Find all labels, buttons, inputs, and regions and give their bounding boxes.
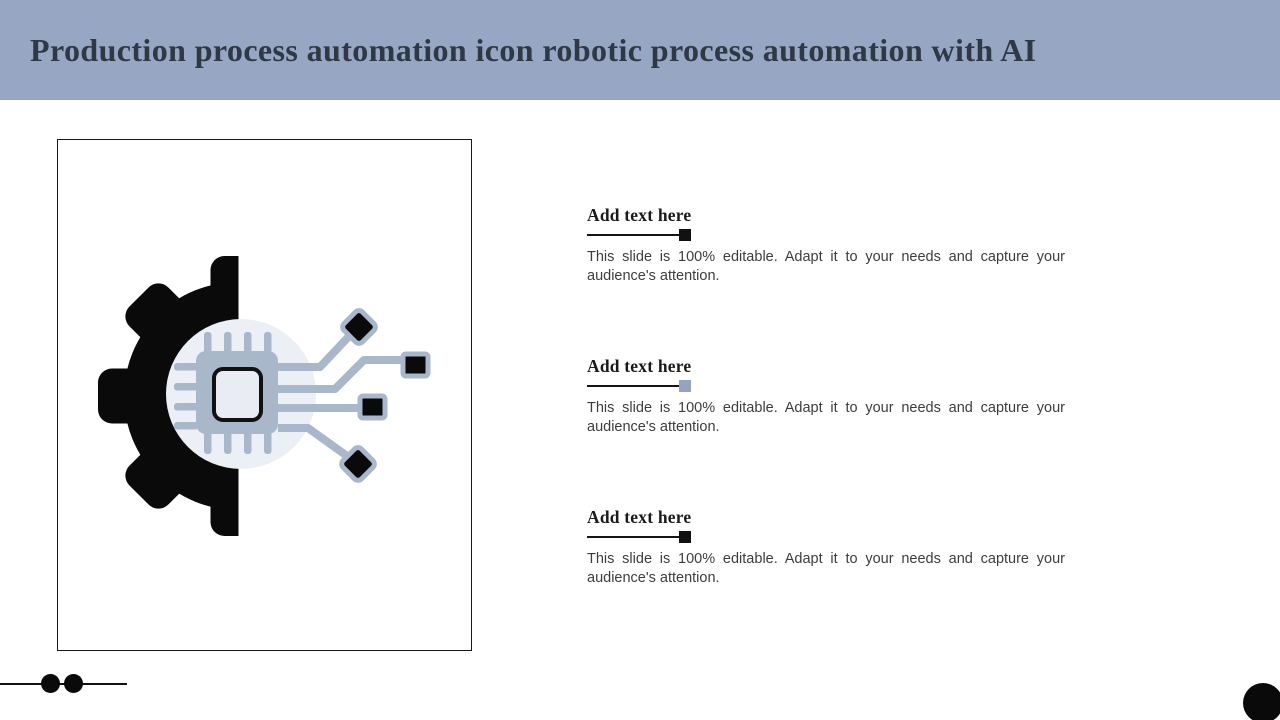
divider-line <box>587 234 679 236</box>
divider-square-marker <box>679 229 691 241</box>
section-heading[interactable]: Add text here <box>587 507 692 527</box>
section-divider <box>587 531 1065 543</box>
chip-pins <box>174 332 272 454</box>
diamond-terminal-top <box>340 308 378 346</box>
section-body-text: This slide is 100% editable. Adapt it to… <box>587 551 1065 586</box>
footer-dot-icon <box>41 674 60 693</box>
square-terminal-upper <box>400 351 431 379</box>
footer-dot-icon <box>64 674 83 693</box>
gear-chip-circuit-icon <box>98 256 431 536</box>
footer-ornament-line <box>0 683 127 685</box>
text-section-2: Add text here This slide is 100% editabl… <box>587 356 1065 437</box>
divider-line <box>587 536 679 538</box>
chip-core <box>212 367 263 422</box>
section-divider <box>587 229 1065 241</box>
section-body-text: This slide is 100% editable. Adapt it to… <box>587 249 1065 284</box>
text-section-3: Add text here This slide is 100% editabl… <box>587 507 1065 588</box>
section-heading[interactable]: Add text here <box>587 356 692 376</box>
chip-icon <box>174 332 278 454</box>
corner-circle-ornament <box>1243 683 1280 720</box>
page-title: Production process automation icon robot… <box>30 31 1037 68</box>
circuit-terminals <box>339 308 431 483</box>
square-terminal-middle <box>357 393 388 421</box>
diamond-terminal-bottom <box>339 445 377 483</box>
section-heading[interactable]: Add text here <box>587 205 692 225</box>
image-placeholder-box <box>57 139 472 651</box>
title-banner: Production process automation icon robot… <box>0 0 1280 100</box>
section-body-text: This slide is 100% editable. Adapt it to… <box>587 400 1065 435</box>
divider-square-marker <box>679 380 691 392</box>
divider-square-marker <box>679 531 691 543</box>
text-section-1: Add text here This slide is 100% editabl… <box>587 205 1065 286</box>
divider-line <box>587 385 679 387</box>
circuit-traces <box>278 328 407 465</box>
section-divider <box>587 380 1065 392</box>
